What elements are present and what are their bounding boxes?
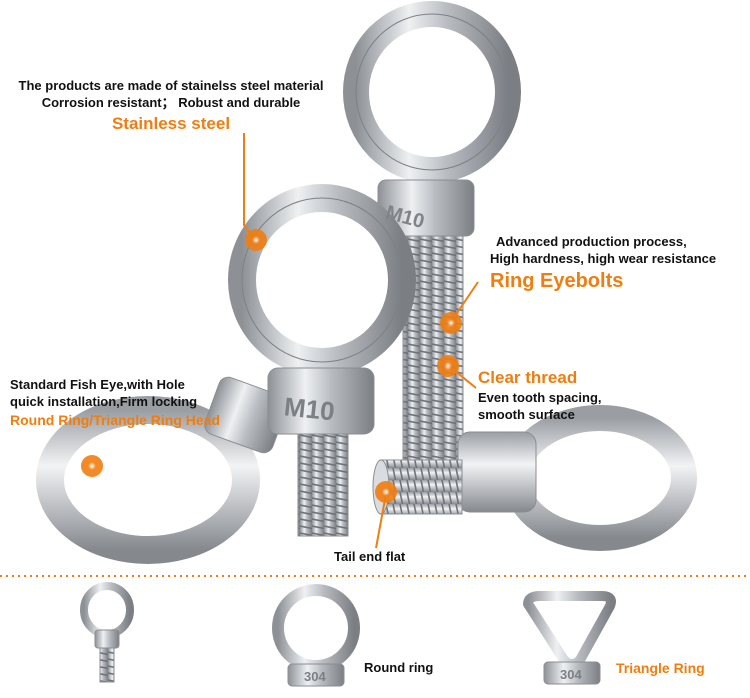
callout-tail: Tail end flat bbox=[334, 548, 405, 565]
callout-thread: Clear thread Even tooth spacing, smooth … bbox=[478, 367, 602, 423]
callout-head-line2: quick installation,Firm locking bbox=[10, 394, 198, 409]
callout-head-heading: Round Ring/Triangle Ring Head bbox=[10, 412, 220, 428]
callout-dot-eyebolts bbox=[440, 312, 462, 334]
caption-round-ring: Round ring bbox=[364, 660, 434, 675]
callout-stainless-heading: Stainless steel bbox=[111, 114, 231, 133]
callout-eyebolts-line1: Advanced production process, bbox=[496, 234, 687, 249]
eyebolt-back bbox=[343, 1, 521, 469]
caption-triangle-ring: Triangle Ring bbox=[616, 660, 705, 676]
callout-dot-tail bbox=[375, 481, 397, 503]
callout-stainless: The products are made of stainelss steel… bbox=[6, 77, 336, 135]
callout-stainless-line2: Corrosion resistant； Robust and durable bbox=[41, 95, 301, 110]
callout-dot-stainless bbox=[245, 229, 267, 251]
stamp-grade-triangle: 304 bbox=[560, 667, 582, 682]
callout-dot-head bbox=[81, 455, 103, 477]
callout-dot-thread bbox=[437, 355, 459, 377]
callout-thread-heading: Clear thread bbox=[478, 368, 578, 387]
thumbnail-triangle-ring-nut: 304 bbox=[523, 591, 616, 685]
eyebolt-front bbox=[228, 184, 416, 537]
callout-eyebolts-line2: High hardness, high wear resistance bbox=[490, 251, 717, 266]
eyebolt-right-lying bbox=[372, 405, 697, 551]
callout-eyebolts: Advanced production process, High hardne… bbox=[490, 233, 716, 294]
callout-thread-line1: Even tooth spacing, bbox=[478, 390, 602, 405]
callout-dots bbox=[81, 229, 462, 503]
thumbnail-round-ring-nut: 304 bbox=[272, 584, 360, 687]
callout-head: Standard Fish Eye,with Hole quick instal… bbox=[10, 376, 220, 429]
callout-head-line1: Standard Fish Eye,with Hole bbox=[10, 377, 185, 392]
stamp-grade-round: 304 bbox=[304, 669, 326, 684]
callout-eyebolts-heading: Ring Eyebolts bbox=[490, 270, 624, 292]
callout-tail-label: Tail end flat bbox=[334, 549, 406, 564]
thumbnail-eyebolt bbox=[80, 582, 134, 683]
eyebolt-left-lying bbox=[36, 376, 288, 564]
callout-stainless-line1: The products are made of stainelss steel… bbox=[18, 78, 324, 93]
stamp-front-size: M10 bbox=[283, 391, 336, 426]
callout-thread-line2: smooth surface bbox=[478, 407, 575, 422]
